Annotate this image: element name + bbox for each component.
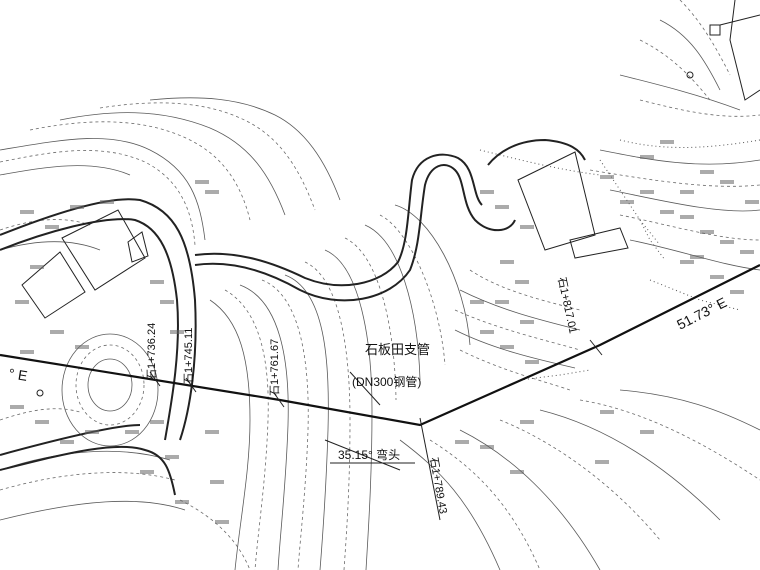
survey-point-mark [170,330,184,334]
survey-point-mark [215,520,229,524]
survey-point-mark [495,205,509,209]
bend-leader-line [324,439,401,471]
survey-point-mark [730,290,744,294]
survey-point-mark [620,200,634,204]
survey-point-mark [745,200,759,204]
survey-point-mark [480,330,494,334]
survey-point-mark [35,420,49,424]
embankment-marks [519,159,741,381]
survey-point-mark [700,170,714,174]
survey-point-mark [140,470,154,474]
survey-point-mark [660,210,674,214]
station-tick-1789 [419,417,441,521]
survey-point-mark [50,330,64,334]
survey-point-mark [480,190,494,194]
survey-point-mark [205,190,219,194]
survey-point-mark [75,345,89,349]
survey-point-mark [15,300,29,304]
station-label-1745: 石1+745.11 [183,328,195,384]
survey-point-mark [520,225,534,229]
survey-point-mark [455,440,469,444]
survey-point-mark [595,460,609,464]
survey-point-mark [600,410,614,414]
survey-point-mark [740,250,754,254]
survey-point-mark [515,280,529,284]
bearing-label-left: ° E [8,365,29,384]
roads [0,0,760,496]
survey-point-mark [150,280,164,284]
station-label-1761: 石1+761.67 [269,339,281,396]
buildings [21,24,721,397]
map-labels: 石板田支管 (DN300钢管) 35.15° 弯头 ° E 51.73° E 石… [8,276,730,515]
pipe-label-leader [349,371,381,406]
survey-point-mark [205,430,219,434]
survey-point-marks [10,140,759,524]
survey-point-mark [710,275,724,279]
survey-point-mark [30,265,44,269]
survey-point-mark [20,210,34,214]
station-tick-1745 [185,377,197,393]
survey-point-mark [500,345,514,349]
survey-point-mark [210,480,224,484]
station-tick-1736 [149,371,161,387]
survey-point-mark [500,260,514,264]
survey-point-mark [640,155,654,159]
survey-point-mark [70,205,84,209]
survey-point-mark [520,320,534,324]
survey-point-mark [640,430,654,434]
survey-point-mark [660,140,674,144]
pipeline-name-label: 石板田支管 [365,342,430,357]
survey-point-mark [600,175,614,179]
survey-point-mark [495,300,509,304]
survey-point-mark [160,300,174,304]
survey-point-mark [720,180,734,184]
pipeline-spec-label: (DN300钢管) [352,374,421,389]
survey-point-mark [480,445,494,449]
survey-point-mark [720,240,734,244]
survey-point-mark [165,455,179,459]
survey-point-mark [640,190,654,194]
survey-point-mark [700,230,714,234]
bearing-label-right: 51.73° E [674,294,729,333]
survey-point-mark [60,440,74,444]
station-label-1789: 石1+789.43 [427,456,449,514]
survey-point-mark [680,190,694,194]
survey-point-mark [520,420,534,424]
survey-point-mark [125,430,139,434]
station-tick-1761 [273,392,285,408]
survey-point-mark [100,200,114,204]
survey-point-mark [690,255,704,259]
survey-point-mark [45,225,59,229]
survey-point-mark [470,300,484,304]
survey-point-mark [175,500,189,504]
station-label-1736: 石1+736.24 [146,323,158,380]
survey-point-mark [20,350,34,354]
survey-point-mark [10,405,24,409]
survey-point-mark [150,420,164,424]
station-label-1817: 石1+817.01 [555,276,579,334]
bend-angle-label: 35.15° 弯头 [338,447,400,462]
survey-point-mark [195,180,209,184]
pipeline-route [0,264,760,521]
survey-point-mark [680,260,694,264]
station-tick-1817 [589,339,603,356]
survey-point-mark [85,430,99,434]
survey-point-mark [510,470,524,474]
survey-point-mark [525,360,539,364]
survey-point-mark [680,215,694,219]
